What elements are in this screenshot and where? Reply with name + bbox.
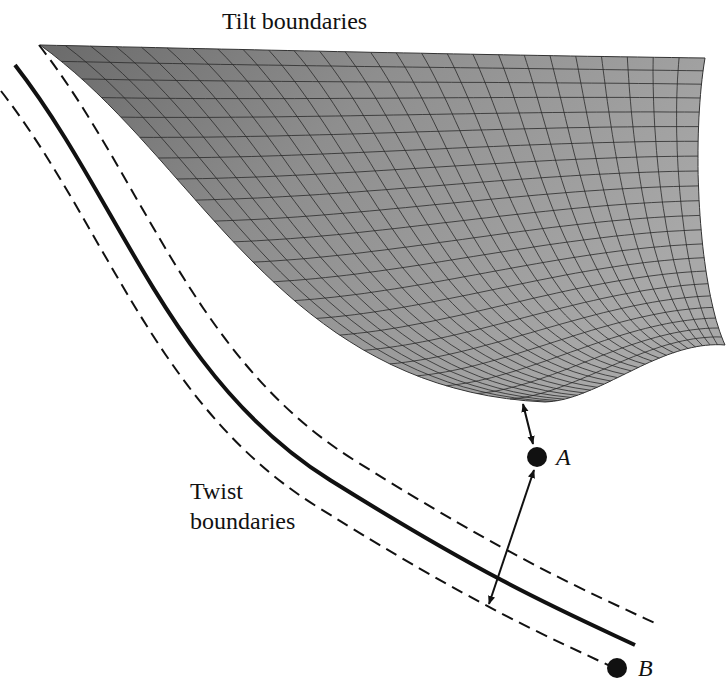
heading-label: Tilt boundaries bbox=[222, 6, 442, 36]
point-dot bbox=[607, 658, 627, 678]
mesh-line bbox=[294, 51, 611, 381]
mesh-line bbox=[65, 46, 551, 402]
mesh-line bbox=[473, 54, 659, 358]
twist-line bbox=[15, 65, 635, 645]
mesh-line bbox=[340, 271, 706, 335]
mesh-line bbox=[192, 48, 584, 393]
twist-bound-dashed bbox=[1, 91, 621, 671]
surface-edge bbox=[40, 45, 725, 402]
point-label: A bbox=[556, 442, 586, 472]
mesh-line bbox=[243, 50, 597, 388]
point-label: B bbox=[638, 653, 668, 683]
distance-arrow bbox=[489, 470, 534, 604]
mesh-line bbox=[121, 112, 699, 118]
mesh-line bbox=[345, 52, 624, 375]
mesh-line bbox=[447, 54, 652, 361]
mesh-line bbox=[91, 46, 558, 400]
mesh-line bbox=[82, 79, 702, 84]
mesh-line bbox=[142, 47, 571, 397]
mesh-line bbox=[102, 97, 701, 98]
mesh-line bbox=[116, 47, 564, 400]
mesh-line bbox=[499, 55, 667, 356]
mesh-line bbox=[295, 244, 703, 301]
mesh-line bbox=[364, 284, 708, 351]
mesh-line bbox=[550, 56, 681, 351]
twist-bound-dashed bbox=[39, 45, 659, 625]
mesh-line bbox=[627, 57, 702, 346]
mesh-line bbox=[602, 57, 696, 347]
mesh-line bbox=[371, 52, 632, 371]
mesh-line bbox=[477, 328, 718, 394]
mesh-line bbox=[653, 57, 710, 345]
mesh-line bbox=[253, 215, 700, 262]
surface-fill bbox=[40, 45, 725, 402]
mesh-line bbox=[234, 201, 700, 242]
mesh-line bbox=[524, 55, 673, 353]
point-dot bbox=[527, 447, 547, 467]
mesh-line bbox=[269, 50, 604, 384]
distance-arrow bbox=[523, 404, 533, 444]
curve-label: Twist boundaries bbox=[190, 476, 330, 536]
mesh-line bbox=[576, 56, 688, 348]
mesh-line bbox=[218, 49, 591, 390]
tilt-surface bbox=[40, 45, 725, 402]
